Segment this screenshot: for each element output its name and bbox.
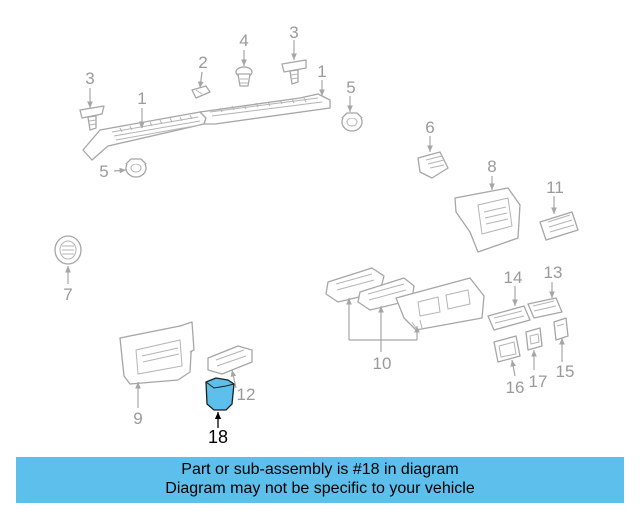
info-banner: Part or sub-assembly is #18 in diagram D… [16,457,624,503]
callout-labels: 3 1 2 4 3 1 5 5 6 7 8 9 10 11 12 13 14 1… [63,23,574,447]
grommet-lower [125,158,147,178]
trim-16 [493,335,521,363]
callout-6: 6 [425,118,434,137]
callout-1-right: 1 [317,62,326,81]
leader-lines [65,40,565,428]
highlighted-part-18[interactable] [205,377,235,411]
callout-11: 11 [546,178,564,197]
banner-line-2: Diagram may not be specific to your vehi… [165,480,475,497]
retainer-clip [191,85,211,99]
defroster-duct-left [82,111,207,161]
callout-5-upper: 5 [346,78,355,97]
callout-18: 18 [208,427,228,447]
callout-9: 9 [133,409,142,428]
vent-group [325,267,485,331]
small-vent-right [539,211,579,241]
callout-10: 10 [373,354,392,373]
screw-clip-right [281,59,307,85]
callout-7: 7 [63,285,72,304]
lower-duct-box [119,321,195,385]
callout-14: 14 [504,268,523,287]
trim-15 [553,317,569,341]
callout-12: 12 [237,385,256,404]
callout-8: 8 [487,157,496,176]
callout-16: 16 [506,378,525,397]
callout-2: 2 [198,53,207,72]
callout-5-lower: 5 [99,162,108,181]
vent-pair [487,297,563,331]
trim-17 [525,327,543,351]
screw-clip-left [79,105,105,131]
banner-line-1: Part or sub-assembly is #18 in diagram [181,461,459,478]
side-vent [417,151,449,179]
defroster-duct-right [199,93,331,125]
center-bezel [454,187,521,253]
push-clip [235,66,253,87]
callout-1-left: 1 [137,89,146,108]
callout-3-left: 3 [85,69,94,88]
callout-3-right: 3 [289,23,298,42]
callout-13: 13 [544,263,563,282]
callout-17: 17 [529,372,548,391]
callout-4: 4 [239,31,248,50]
round-vent [54,235,82,265]
callout-15: 15 [556,362,575,381]
oval-vent [207,345,253,375]
grommet-upper [341,112,363,132]
